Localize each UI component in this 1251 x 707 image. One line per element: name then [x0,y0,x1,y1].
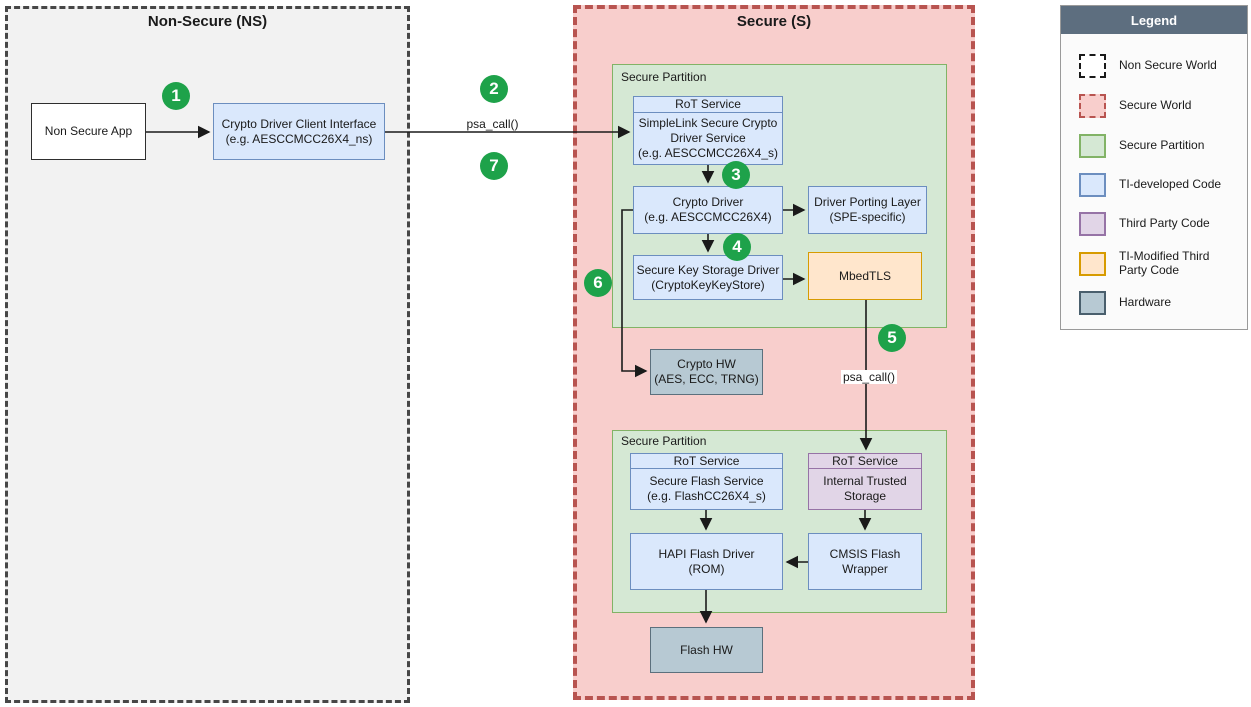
legend: Legend Non Secure World Secure World Sec… [1060,5,1248,330]
ti-modified-third-party-code-swatch [1079,251,1106,276]
node-non-secure-app: Non Secure App [31,103,146,160]
legend-item-third-party-code: Third Party Code [1079,212,1210,236]
node-internal-trusted-storage: Internal Trusted Storage [808,468,922,510]
non-secure-world-swatch [1079,54,1106,78]
node-driver-porting-layer: Driver Porting Layer (SPE-specific) [808,186,927,234]
step-badge-1: 1 [162,82,190,110]
step-badge-5: 5 [878,324,906,352]
secure-partition-crypto-label: Secure Partition [621,70,707,84]
step-badge-2: 2 [480,75,508,103]
secure-partition-swatch [1079,134,1106,158]
legend-item-non-secure-world: Non Secure World [1079,54,1217,78]
node-rot-service-header-crypto: RoT Service [633,96,783,113]
node-secure-key-storage-driver: Secure Key Storage Driver (CryptoKeyKeyS… [633,255,783,300]
node-flash-hw: Flash HW [650,627,763,673]
node-crypto-hw: Crypto HW (AES, ECC, TRNG) [650,349,763,395]
legend-item-ti-modified-third-party-code: TI-Modified Third Party Code [1079,249,1209,278]
non-secure-region-title: Non-Secure (NS) [147,13,268,30]
ti-developed-code-swatch [1079,173,1106,197]
third-party-code-swatch [1079,212,1106,236]
node-crypto-driver-client-interface: Crypto Driver Client Interface (e.g. AES… [213,103,385,160]
hardware-swatch [1079,291,1106,315]
psa-call-label-top: psa_call() [466,117,519,131]
step-badge-4: 4 [723,233,751,261]
node-cmsis-flash-wrapper: CMSIS Flash Wrapper [808,533,922,590]
step-badge-6: 6 [584,269,612,297]
step-badge-3: 3 [722,161,750,189]
legend-item-secure-partition: Secure Partition [1079,134,1204,158]
step-badge-7: 7 [480,152,508,180]
legend-item-hardware: Hardware [1079,291,1171,315]
node-simplelink-secure-crypto-driver-service: SimpleLink Secure Crypto Driver Service … [633,112,783,165]
node-secure-flash-service: Secure Flash Service (e.g. FlashCC26X4_s… [630,468,783,510]
legend-title: Legend [1061,6,1247,34]
secure-partition-flash-label: Secure Partition [621,434,707,448]
legend-item-secure-world: Secure World [1079,94,1191,118]
secure-region-title: Secure (S) [736,13,812,30]
node-rot-service-header-its: RoT Service [808,453,922,469]
legend-item-ti-developed-code: TI-developed Code [1079,173,1221,197]
node-crypto-driver: Crypto Driver (e.g. AESCCMCC26X4) [633,186,783,234]
node-rot-service-header-flash: RoT Service [630,453,783,469]
secure-world-swatch [1079,94,1106,118]
node-mbedtls: MbedTLS [808,252,922,300]
psa-call-label-bottom: psa_call() [841,370,897,384]
node-hapi-flash-driver: HAPI Flash Driver (ROM) [630,533,783,590]
